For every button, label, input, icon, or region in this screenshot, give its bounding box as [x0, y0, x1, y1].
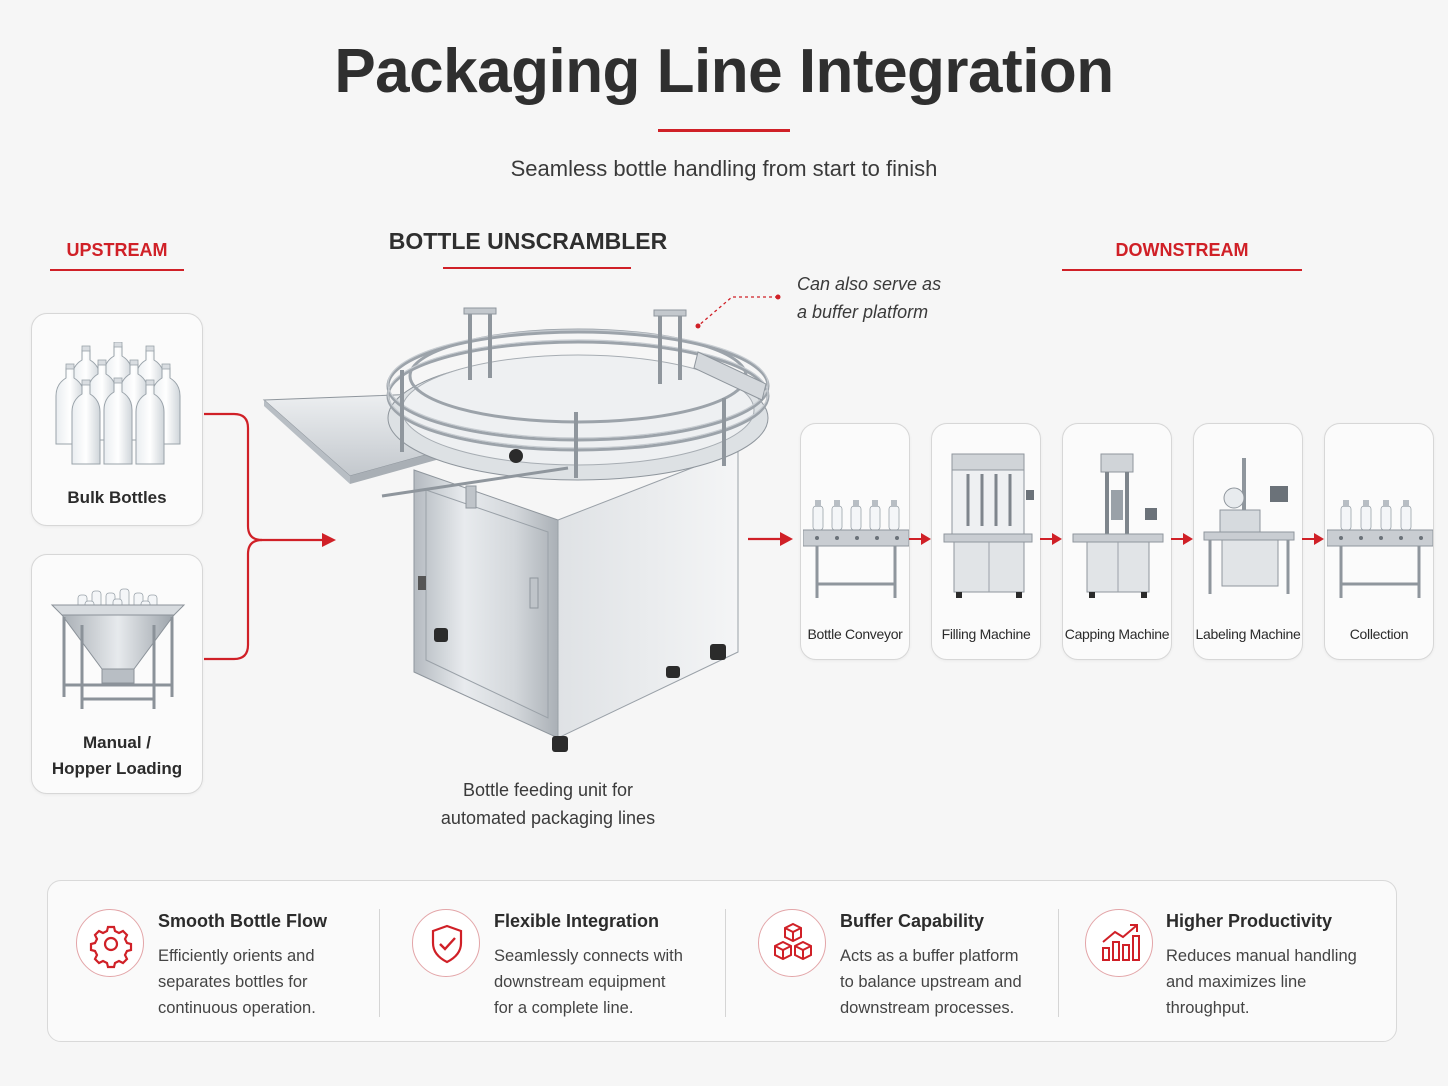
capping-machine-icon	[1072, 453, 1164, 598]
upstream-merge-arrow	[204, 412, 336, 661]
stacked-boxes-icon	[758, 909, 826, 977]
page-title: Packaging Line Integration	[334, 37, 1114, 106]
feature-description: Seamlessly connects with downstream equi…	[494, 943, 683, 1021]
collection-conveyor-icon	[1327, 500, 1433, 598]
buffer-note-line-2: a buffer platform	[797, 302, 929, 322]
feature-description-line: Acts as a buffer platform	[840, 947, 1019, 965]
card-label-bulk-bottles: Bulk Bottles	[67, 488, 167, 507]
stage-card-bottle-conveyor: Bottle Conveyor	[800, 423, 910, 660]
stage-card-filling-machine: Filling Machine	[931, 423, 1041, 660]
flow-arrow-filling-to-capping	[1040, 533, 1062, 545]
feature-divider	[379, 909, 380, 1017]
growth-chart-icon	[1085, 909, 1153, 977]
feature-flexible-integration: Flexible Integration Seamlessly connects…	[380, 881, 725, 1041]
bottle-unscrambler-machine	[262, 307, 770, 752]
feature-description: Acts as a buffer platform to balance ups…	[840, 943, 1022, 1021]
feature-description-line: Seamlessly connects with	[494, 947, 683, 965]
upstream-card-hopper-loading: Manual / Hopper Loading	[31, 554, 203, 794]
upstream-heading: UPSTREAM	[66, 240, 168, 260]
hopper-icon	[50, 588, 186, 709]
caption-line-2: automated packaging lines	[440, 808, 656, 828]
stage-label-labeling-machine: Labeling Machine	[1195, 626, 1301, 642]
unscrambler-heading: BOTTLE UNSCRAMBLER	[388, 228, 668, 254]
feature-description-line: for a complete line.	[494, 999, 634, 1017]
feature-divider	[1058, 909, 1059, 1017]
feature-description-line: Reduces manual handling	[1166, 947, 1357, 965]
downstream-underline	[1062, 269, 1302, 271]
unscrambler-caption: Bottle feeding unit for automated packag…	[400, 776, 696, 832]
feature-higher-productivity: Higher Productivity Reduces manual handl…	[1059, 881, 1396, 1041]
bottle-cluster-icon	[55, 342, 181, 465]
flow-arrow-labeling-to-collection	[1302, 533, 1324, 545]
labeling-machine-icon	[1203, 458, 1295, 594]
feature-title: Smooth Bottle Flow	[158, 911, 327, 931]
card-label-hopper-loading: Hopper Loading	[51, 759, 183, 778]
feature-description-line: to balance upstream and	[840, 973, 1022, 991]
title-underline	[658, 129, 790, 132]
feature-title: Flexible Integration	[494, 911, 660, 931]
feature-description-line: continuous operation.	[158, 999, 316, 1017]
feature-description: Reduces manual handling and maximizes li…	[1166, 943, 1357, 1021]
flow-arrow-capping-to-labeling	[1171, 533, 1193, 545]
feature-description-line: downstream processes.	[840, 999, 1015, 1017]
stage-label-collection: Collection	[1349, 626, 1409, 642]
downstream-heading: DOWNSTREAM	[1115, 240, 1249, 260]
stage-card-collection: Collection	[1324, 423, 1434, 660]
feature-title: Buffer Capability	[840, 911, 985, 931]
feature-description-line: separates bottles for	[158, 973, 308, 991]
upstream-underline	[50, 269, 184, 271]
feature-description-line: downstream equipment	[494, 973, 666, 991]
feature-description-line: Efficiently orients and	[158, 947, 315, 965]
stage-label-filling-machine: Filling Machine	[941, 626, 1031, 642]
feature-divider	[725, 909, 726, 1017]
feature-title: Higher Productivity	[1166, 911, 1333, 931]
stage-label-capping-machine: Capping Machine	[1064, 626, 1170, 642]
card-label-manual: Manual /	[82, 733, 151, 752]
feature-smooth-bottle-flow: Smooth Bottle Flow Efficiently orients a…	[48, 881, 378, 1041]
buffer-note-line-1: Can also serve as	[797, 274, 942, 294]
unscrambler-underline	[443, 267, 631, 269]
feature-description-line: throughput.	[1166, 999, 1250, 1017]
upstream-card-bulk-bottles: Bulk Bottles	[31, 313, 203, 526]
feature-description-line: and maximizes line	[1166, 973, 1307, 991]
stage-label-bottle-conveyor: Bottle Conveyor	[807, 626, 903, 642]
stage-card-labeling-machine: Labeling Machine	[1193, 423, 1303, 660]
features-panel: Smooth Bottle Flow Efficiently orients a…	[47, 880, 1397, 1042]
page-subtitle: Seamless bottle handling from start to f…	[510, 156, 938, 181]
filling-machine-icon	[943, 453, 1034, 598]
stage-card-capping-machine: Capping Machine	[1062, 423, 1172, 660]
feature-description: Efficiently orients and separates bottle…	[158, 943, 316, 1021]
flow-arrow-to-conveyor	[748, 532, 793, 546]
buffer-note: Can also serve as a buffer platform	[797, 270, 941, 326]
flow-arrow-conveyor-to-filling	[909, 533, 931, 545]
conveyor-icon	[803, 500, 909, 598]
feature-buffer-capability: Buffer Capability Acts as a buffer platf…	[726, 881, 1058, 1041]
gear-icon	[76, 909, 144, 977]
buffer-note-leader	[695, 294, 781, 329]
shield-check-icon	[412, 909, 480, 977]
caption-line-1: Bottle feeding unit for	[462, 780, 634, 800]
